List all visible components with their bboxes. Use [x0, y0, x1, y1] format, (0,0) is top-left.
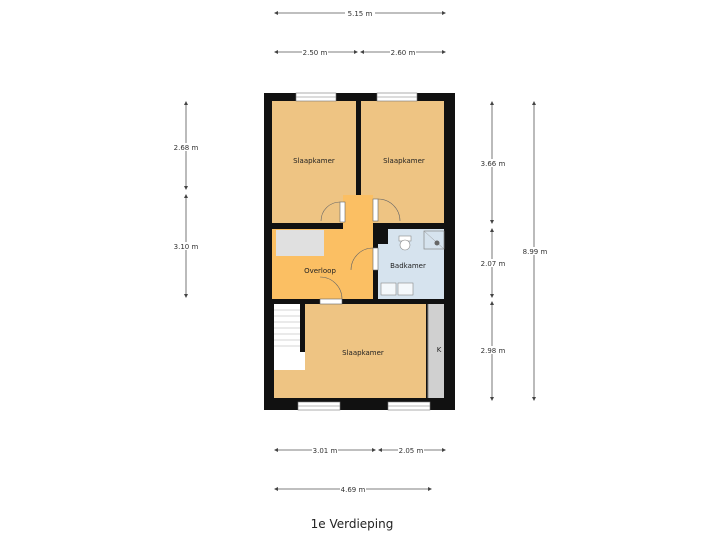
label-slaapkamer-top-left: Slaapkamer: [293, 157, 335, 165]
dim-left-upper: 2.68 m: [174, 144, 199, 152]
floor-outline: [264, 92, 455, 411]
dim-top-total: 5.15 m: [348, 10, 373, 18]
stairs-upper: [276, 230, 324, 256]
room-kast: [428, 304, 444, 398]
dim-bottom-left: 3.01 m: [313, 447, 338, 455]
dim-right-total: 8.99 m: [523, 248, 548, 256]
dim-top-right: 2.60 m: [391, 49, 416, 57]
dim-right-middle: 2.07 m: [481, 260, 506, 268]
dim-bottom-right: 2.05 m: [399, 447, 424, 455]
label-slaapkamer-top-right: Slaapkamer: [383, 157, 425, 165]
floor-title: 1e Verdieping: [311, 517, 394, 531]
dim-right-lower: 2.98 m: [481, 347, 506, 355]
label-kast: K: [437, 346, 442, 354]
room-slaapkamer-bottom: [305, 304, 426, 398]
label-badkamer: Badkamer: [390, 262, 426, 270]
label-overloop: Overloop: [304, 267, 336, 275]
windows: [295, 92, 431, 411]
dim-top-left: 2.50 m: [303, 49, 328, 57]
dim-bottom-total: 4.69 m: [341, 486, 366, 494]
label-slaapkamer-bottom: Slaapkamer: [342, 349, 384, 357]
dim-left-lower: 3.10 m: [174, 243, 199, 251]
doors: [319, 198, 401, 305]
dim-right-upper: 3.66 m: [481, 160, 506, 168]
